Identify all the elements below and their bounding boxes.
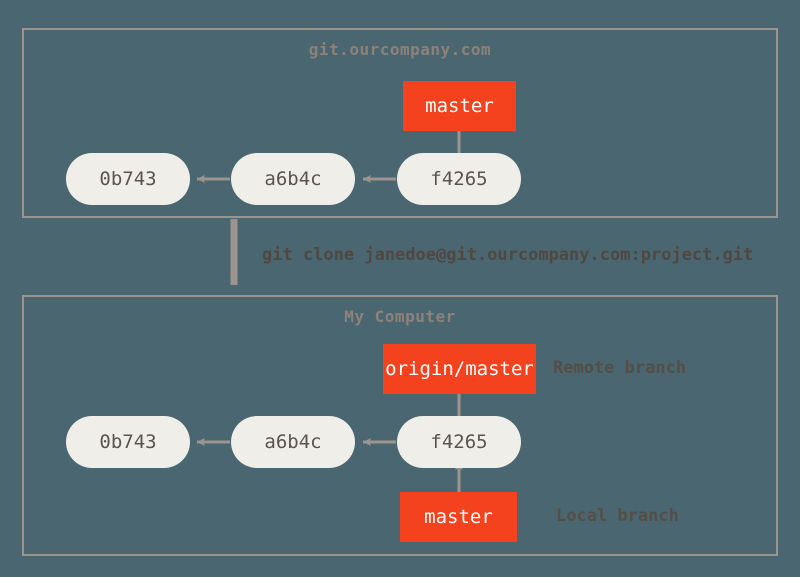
server-panel: git.ourcompany.com	[22, 28, 778, 218]
local-branch-origin-master-label: origin/master	[385, 358, 534, 380]
server-commit-f4265[interactable]: f4265	[397, 153, 521, 205]
remote-branch-annotation: Remote branch	[553, 358, 687, 378]
server-commit-a6b4c[interactable]: a6b4c	[231, 153, 355, 205]
server-commit-a6b4c-label: a6b4c	[264, 168, 322, 190]
server-panel-title: git.ourcompany.com	[308, 40, 492, 59]
local-commit-f4265-label: f4265	[430, 431, 488, 453]
server-commit-f4265-label: f4265	[430, 168, 488, 190]
server-branch-master[interactable]: master	[403, 81, 516, 131]
local-branch-annotation: Local branch	[556, 506, 679, 526]
server-commit-0b743-label: 0b743	[99, 168, 157, 190]
local-commit-a6b4c[interactable]: a6b4c	[231, 416, 355, 468]
local-commit-f4265[interactable]: f4265	[397, 416, 521, 468]
local-panel: My Computer	[22, 295, 778, 556]
local-branch-origin-master[interactable]: origin/master	[383, 344, 536, 394]
server-commit-0b743[interactable]: 0b743	[66, 153, 190, 205]
local-commit-0b743[interactable]: 0b743	[66, 416, 190, 468]
local-commit-0b743-label: 0b743	[99, 431, 157, 453]
server-branch-master-label: master	[425, 95, 494, 117]
local-branch-master[interactable]: master	[400, 492, 517, 542]
clone-command-text: git clone janedoe@git.ourcompany.com:pro…	[262, 245, 754, 265]
local-panel-title: My Computer	[344, 307, 456, 326]
local-commit-a6b4c-label: a6b4c	[264, 431, 322, 453]
local-branch-master-label: master	[424, 506, 493, 528]
